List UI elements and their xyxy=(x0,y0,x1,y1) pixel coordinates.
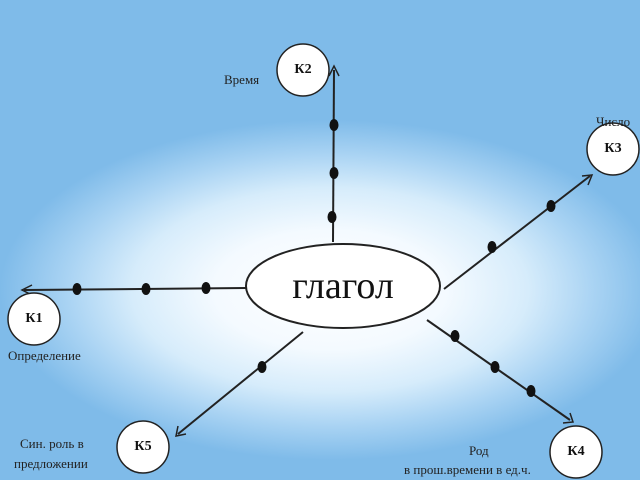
dot xyxy=(201,282,211,294)
label-syntax-line1: Син. роль в xyxy=(20,436,84,451)
label-definition: Определение xyxy=(8,348,81,363)
center-label: глагол xyxy=(292,265,394,307)
node-k2 xyxy=(276,43,330,97)
dot xyxy=(526,385,536,397)
arrowhead-gender xyxy=(562,412,575,424)
center-node xyxy=(245,243,441,329)
node-k5 xyxy=(116,420,170,474)
node-k3-label: К3 xyxy=(604,141,622,156)
node-k5-label: К5 xyxy=(134,439,152,454)
node-k4-label: К4 xyxy=(567,444,585,459)
dot xyxy=(141,283,151,295)
node-k1-label: К1 xyxy=(25,311,43,326)
spoke-syntax xyxy=(177,331,304,435)
dot xyxy=(72,283,82,295)
dot xyxy=(450,330,460,342)
dot xyxy=(327,211,337,223)
node-k4 xyxy=(549,425,603,479)
label-gender-line2: в прош.времени в ед.ч. xyxy=(404,462,531,477)
dot xyxy=(487,241,497,253)
dot xyxy=(329,167,339,179)
label-time: Время xyxy=(224,72,260,87)
dot xyxy=(546,200,556,212)
arrowhead-number xyxy=(581,174,594,186)
node-k3 xyxy=(586,122,640,176)
label-number: Число xyxy=(596,114,631,129)
node-k2-label: К2 xyxy=(294,62,312,77)
node-k1 xyxy=(7,292,61,346)
label-gender-line1: Род xyxy=(469,443,489,458)
dot xyxy=(257,361,267,373)
arrowhead-time xyxy=(328,64,340,77)
spoke-number xyxy=(443,175,591,290)
label-syntax-line2: предложении xyxy=(14,456,88,471)
spoke-definition xyxy=(23,287,247,291)
dot xyxy=(490,361,500,373)
arrowhead-syntax xyxy=(175,425,187,437)
dot xyxy=(329,119,339,131)
